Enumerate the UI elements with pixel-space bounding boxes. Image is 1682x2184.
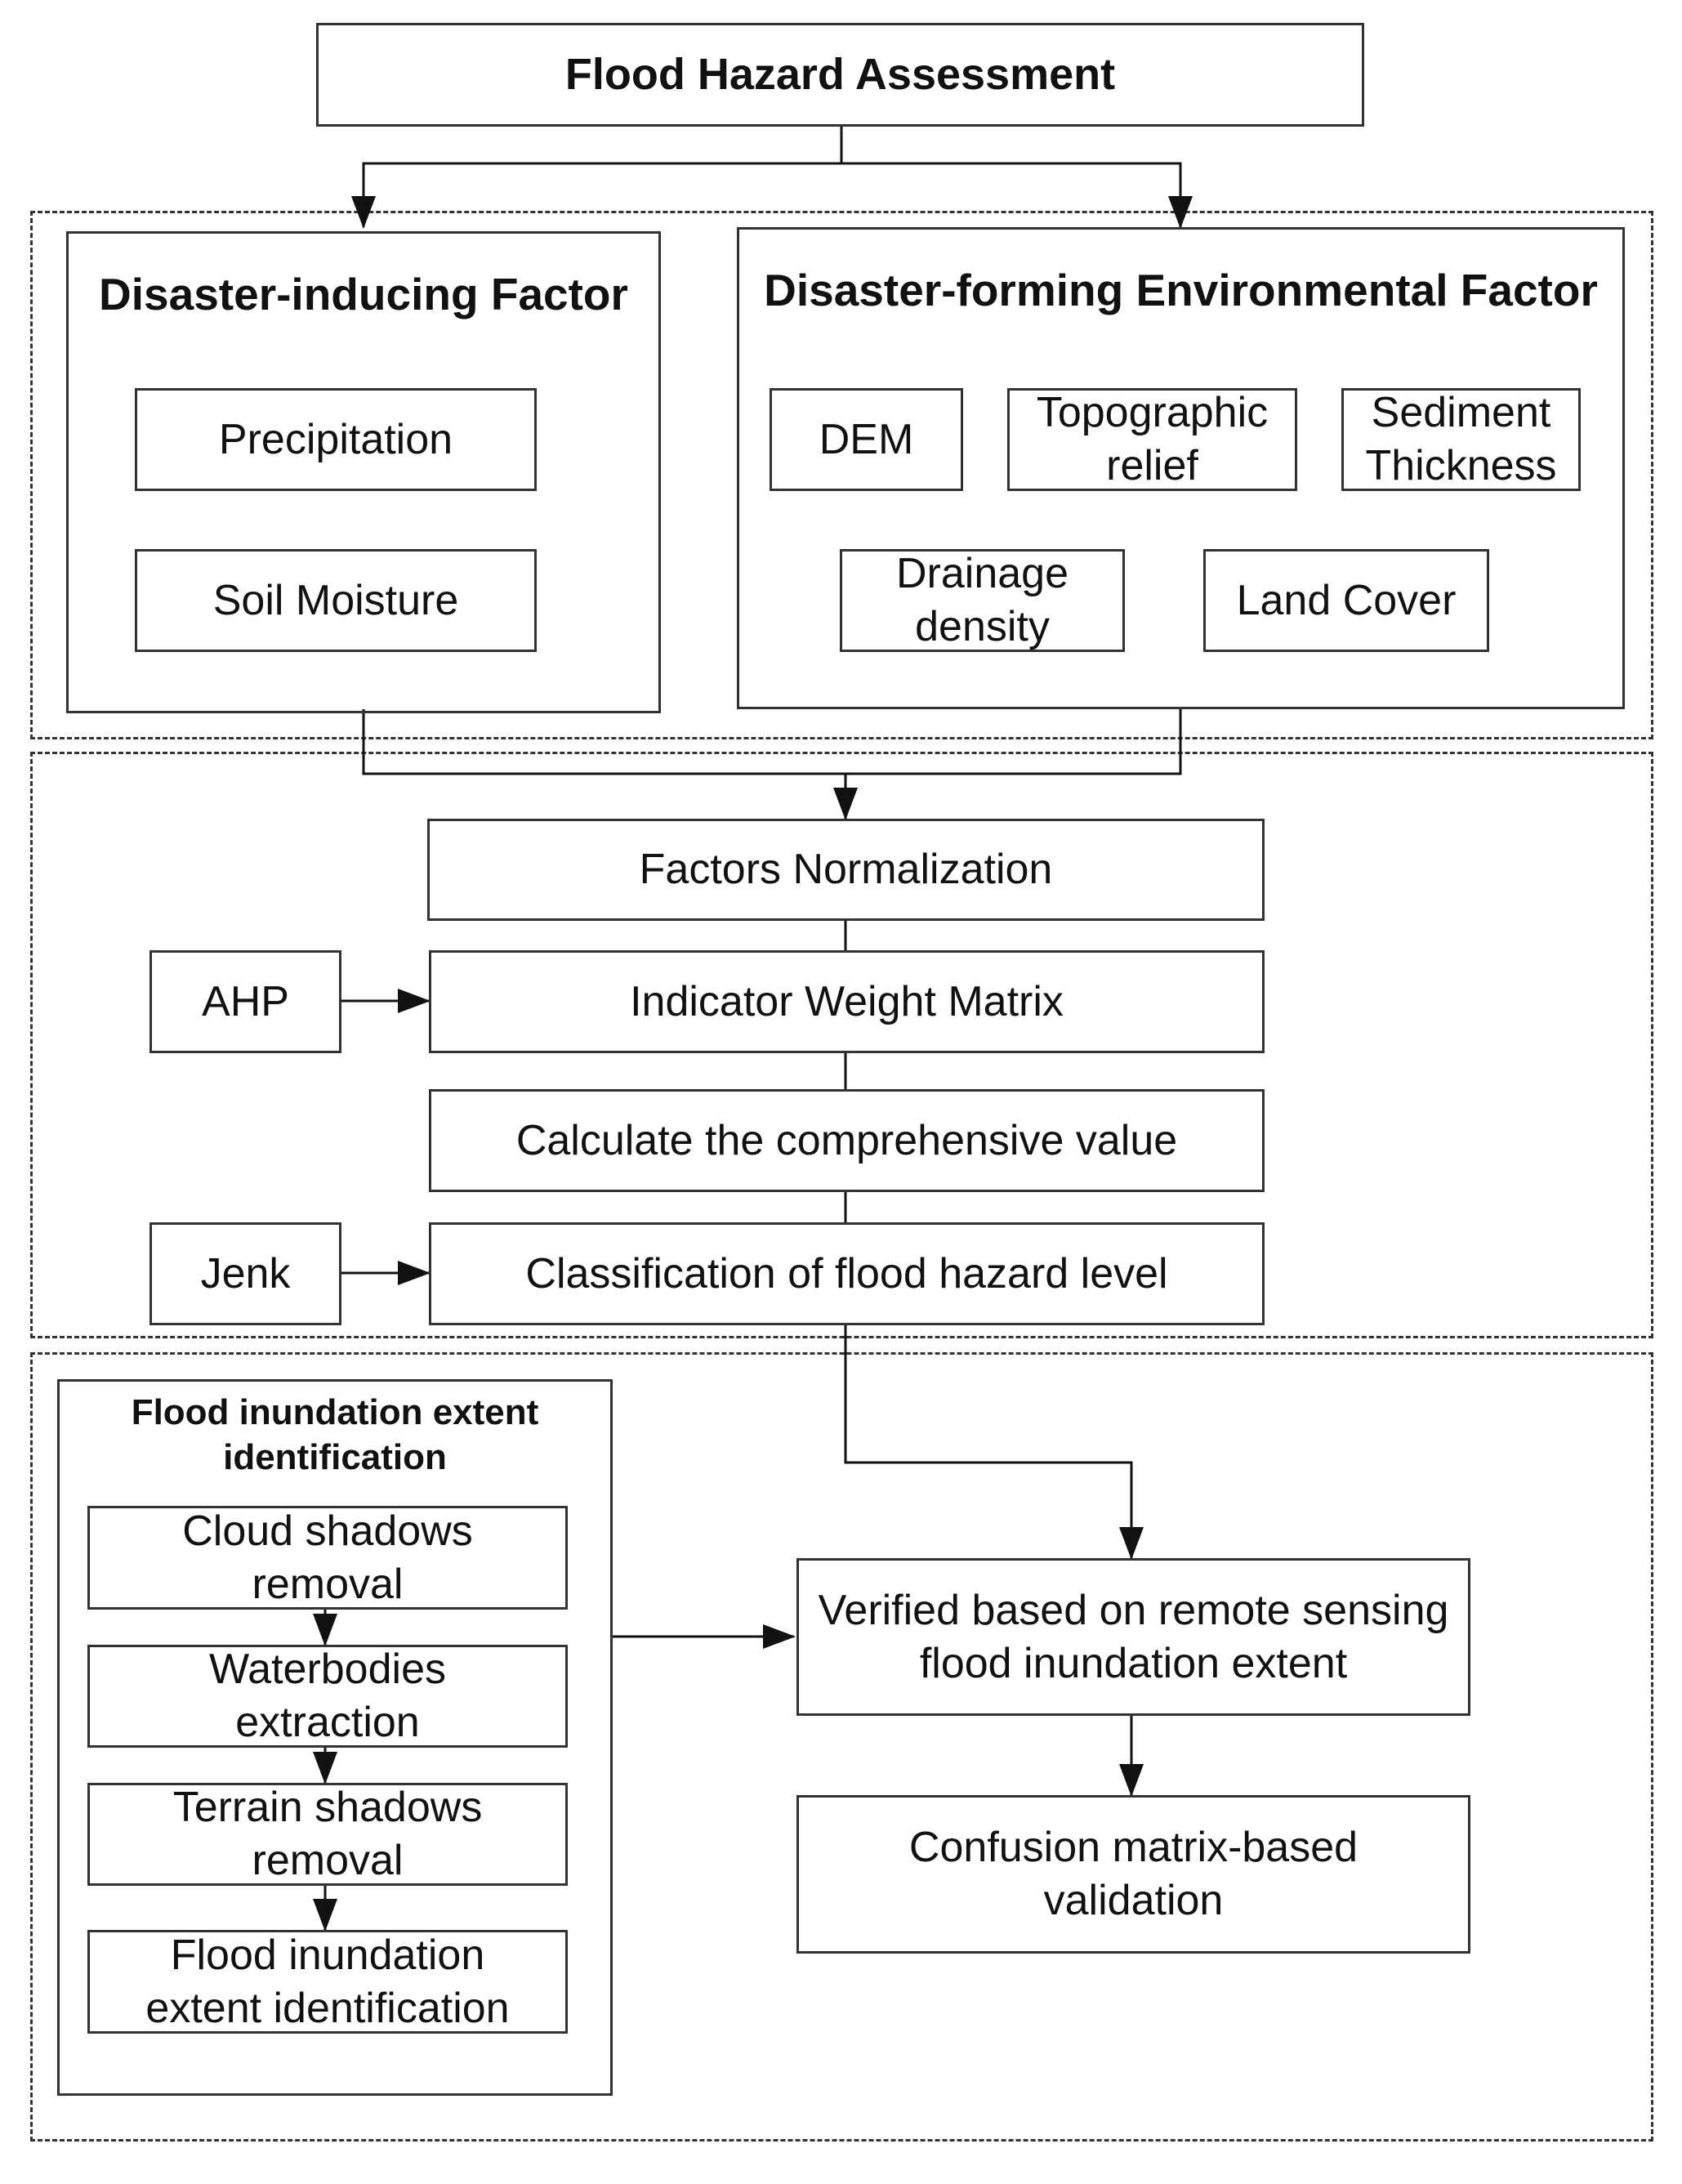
land-cover-box: Land Cover (1203, 549, 1489, 652)
disaster-inducing-frame: Disaster-inducing Factor (66, 231, 661, 713)
validation-zone (30, 1352, 1653, 2142)
classification-to-verified-arrow (844, 1324, 1144, 1560)
disaster-forming-frame: Disaster-forming Environmental Factor (737, 227, 1625, 709)
extent-identification-box: Flood inundation extent identification (87, 1930, 568, 2034)
jenk-box: Jenk (149, 1222, 341, 1325)
soil-moisture-box: Soil Moisture (135, 549, 537, 652)
title-connector-right (841, 162, 1193, 229)
inundation-frame: Flood inundation extent identification (57, 1379, 613, 2096)
ahp-box: AHP (149, 950, 341, 1053)
calculation-zone (30, 752, 1653, 1338)
title-connector (351, 127, 843, 229)
comprehensive-value-box: Calculate the comprehensive value (429, 1089, 1265, 1192)
terrain-shadows-box: Terrain shadows removal (87, 1783, 568, 1886)
classification-box: Classification of flood hazard level (429, 1222, 1265, 1325)
drainage-density-box: Drainage density (840, 549, 1125, 652)
precipitation-box: Precipitation (135, 388, 537, 491)
disaster-inducing-title: Disaster-inducing Factor (99, 269, 628, 319)
dem-box: DEM (770, 388, 963, 491)
confusion-matrix-box: Confusion matrix-based validation (796, 1795, 1470, 1954)
factors-merge-connector (362, 707, 1182, 775)
topographic-relief-box: Topographic relief (1007, 388, 1297, 491)
inundation-title: Flood inundation extent identification (131, 1392, 539, 1477)
indicator-weight-matrix-box: Indicator Weight Matrix (429, 950, 1265, 1053)
waterbodies-box: Waterbodies extraction (87, 1645, 568, 1748)
sediment-thickness-box: Sediment Thickness (1341, 388, 1581, 491)
factors-zone (30, 211, 1653, 739)
cloud-shadows-box: Cloud shadows removal (87, 1506, 568, 1610)
flood-hazard-assessment-title: Flood Hazard Assessment (316, 23, 1364, 127)
disaster-forming-title: Disaster-forming Environmental Factor (764, 265, 1598, 315)
factors-normalization-box: Factors Normalization (427, 819, 1265, 921)
verified-box: Verified based on remote sensing flood i… (796, 1558, 1470, 1716)
